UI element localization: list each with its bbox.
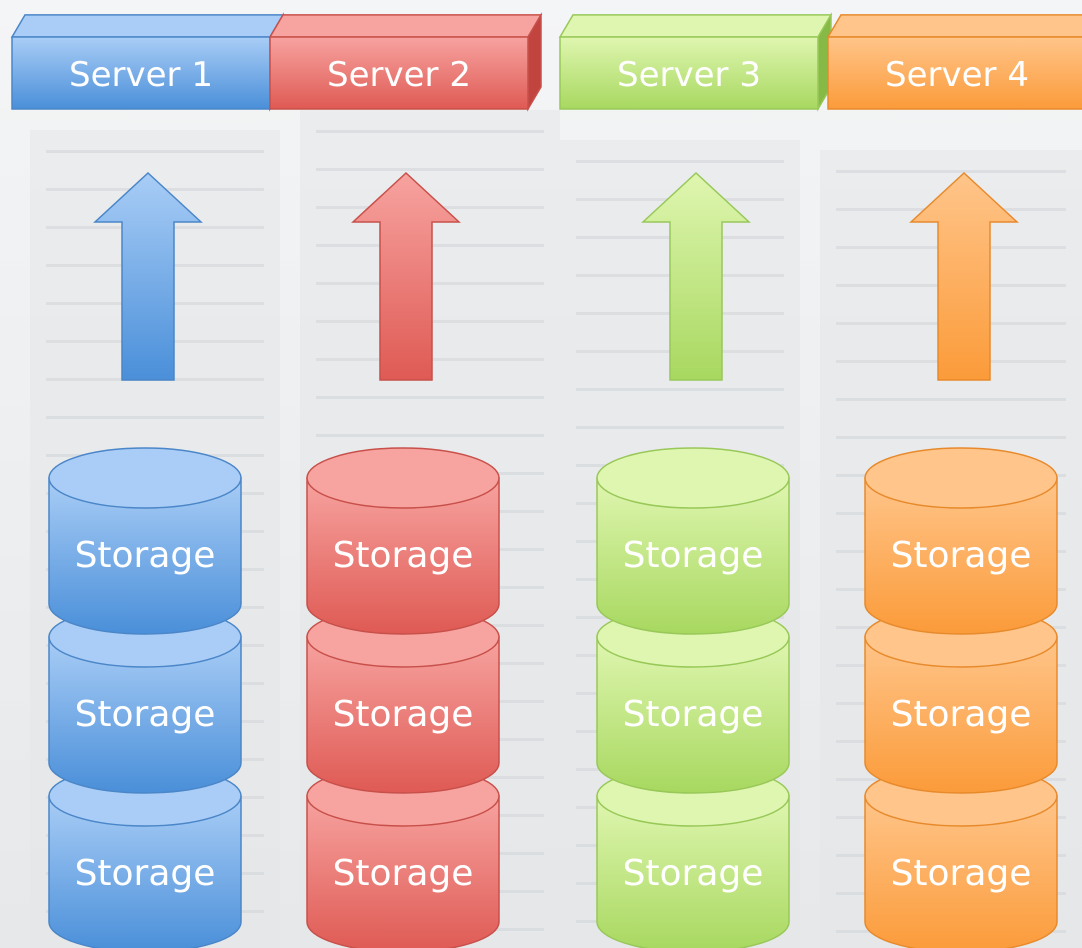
server-2-label: Server 2 bbox=[327, 55, 471, 95]
server-2-box: Server 2 bbox=[268, 12, 543, 112]
storage-label: Storage bbox=[333, 853, 474, 894]
server-1-box: Server 1 bbox=[10, 12, 285, 112]
storage-cylinder-top bbox=[306, 447, 500, 509]
server-box-front-face bbox=[559, 36, 819, 110]
storage-cylinder-body bbox=[48, 477, 242, 635]
arrow-up-icon bbox=[93, 171, 203, 381]
server-3-box: Server 3 bbox=[558, 12, 833, 112]
storage-cylinder: Storage bbox=[48, 447, 242, 635]
storage-cylinder: Storage bbox=[306, 606, 500, 794]
storage-label: Storage bbox=[623, 694, 764, 735]
storage-cylinder: Storage bbox=[864, 606, 1058, 794]
storage-label: Storage bbox=[75, 694, 216, 735]
storage-cylinder-body bbox=[864, 477, 1058, 635]
server-box-top-face bbox=[826, 14, 1082, 38]
storage-cylinder: Storage bbox=[864, 447, 1058, 635]
storage-cylinder-top bbox=[48, 447, 242, 509]
storage-cylinder-body bbox=[306, 795, 500, 948]
storage-cylinder-body bbox=[596, 636, 790, 794]
storage-label: Storage bbox=[891, 853, 1032, 894]
storage-cylinder: Storage bbox=[306, 447, 500, 635]
storage-cylinder-body bbox=[48, 795, 242, 948]
server-box-top-face bbox=[268, 14, 543, 38]
server-4-label: Server 4 bbox=[885, 55, 1029, 95]
storage-cylinder-top bbox=[596, 447, 790, 509]
storage-cylinder: Storage bbox=[596, 447, 790, 635]
server-box-front-face bbox=[827, 36, 1082, 110]
server-box-top-face bbox=[10, 14, 285, 38]
storage-cylinder-body bbox=[48, 636, 242, 794]
server-box-front-face bbox=[269, 36, 529, 110]
server-box-top-face bbox=[558, 14, 833, 38]
storage-cylinder-body bbox=[596, 795, 790, 948]
storage-cylinder-body bbox=[864, 795, 1058, 948]
arrow-up-icon bbox=[351, 171, 461, 381]
storage-label: Storage bbox=[891, 694, 1032, 735]
storage-label: Storage bbox=[333, 535, 474, 576]
storage-label: Storage bbox=[891, 535, 1032, 576]
storage-cylinder-body bbox=[864, 636, 1058, 794]
storage-cylinder-body bbox=[306, 477, 500, 635]
storage-label: Storage bbox=[75, 535, 216, 576]
server-1-label: Server 1 bbox=[69, 55, 213, 95]
storage-cylinder-body bbox=[306, 636, 500, 794]
storage-cylinder: Storage bbox=[48, 606, 242, 794]
server-3-label: Server 3 bbox=[617, 55, 761, 95]
storage-label: Storage bbox=[75, 853, 216, 894]
storage-cylinder-body bbox=[596, 477, 790, 635]
storage-cylinder: Storage bbox=[596, 765, 790, 948]
arrow-up-icon bbox=[641, 171, 751, 381]
server-4-box: Server 4 bbox=[826, 14, 1082, 110]
arrow-up-icon bbox=[909, 171, 1019, 381]
storage-label: Storage bbox=[623, 535, 764, 576]
storage-label: Storage bbox=[623, 853, 764, 894]
storage-cylinder-top bbox=[864, 447, 1058, 509]
storage-cylinder: Storage bbox=[596, 606, 790, 794]
storage-label: Storage bbox=[333, 694, 474, 735]
server-box-front-face bbox=[11, 36, 271, 110]
